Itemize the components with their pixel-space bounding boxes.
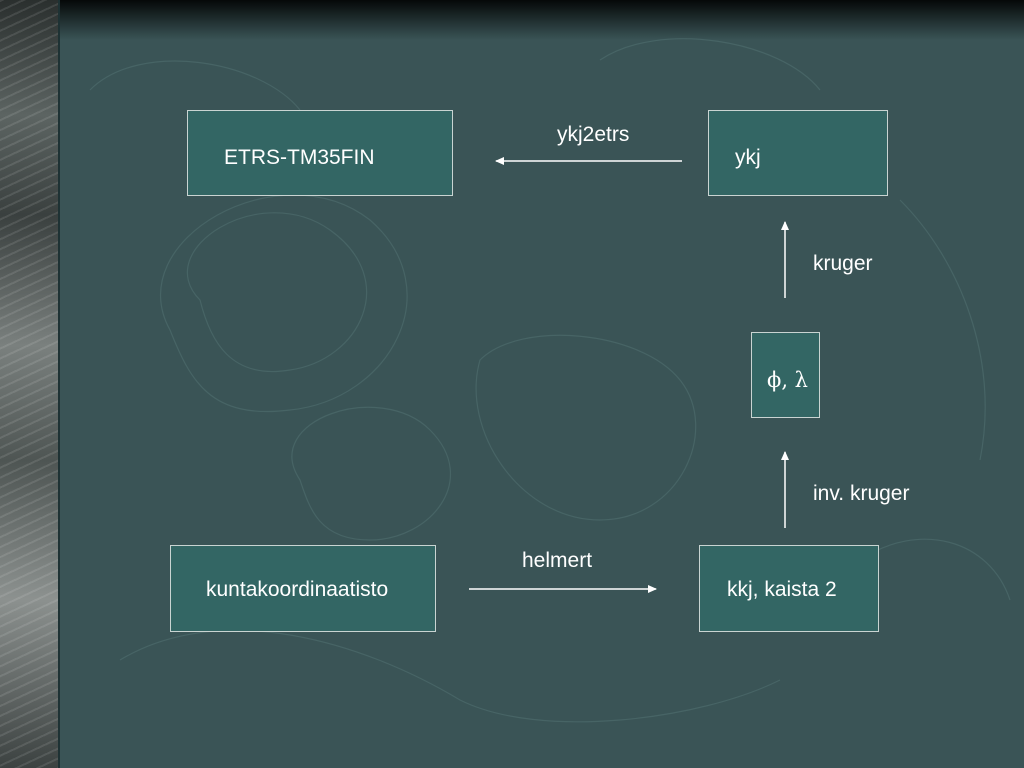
map-strip-image — [0, 0, 60, 768]
top-shade — [0, 0, 1024, 40]
node-kkj-label: kkj, kaista 2 — [727, 578, 837, 601]
edge-label-kruger: kruger — [813, 252, 873, 275]
node-etrs-label: ETRS-TM35FIN — [224, 146, 375, 169]
node-ykj: ykj — [708, 110, 888, 196]
edge-label-inv-kruger: inv. kruger — [813, 482, 910, 505]
node-phi-lambda: ϕ, λ — [751, 332, 820, 418]
node-ykj-label: ykj — [735, 146, 761, 169]
node-kuntakoordinaatisto: kuntakoordinaatisto — [170, 545, 436, 632]
node-kkj-kaista-2: kkj, kaista 2 — [699, 545, 879, 632]
node-kunta-label: kuntakoordinaatisto — [206, 578, 389, 601]
node-phi-lambda-label: ϕ, λ — [767, 368, 808, 392]
edge-label-ykj2etrs: ykj2etrs — [557, 123, 630, 146]
node-etrs-tm35fin: ETRS-TM35FIN — [187, 110, 453, 196]
edge-label-helmert: helmert — [522, 549, 593, 572]
